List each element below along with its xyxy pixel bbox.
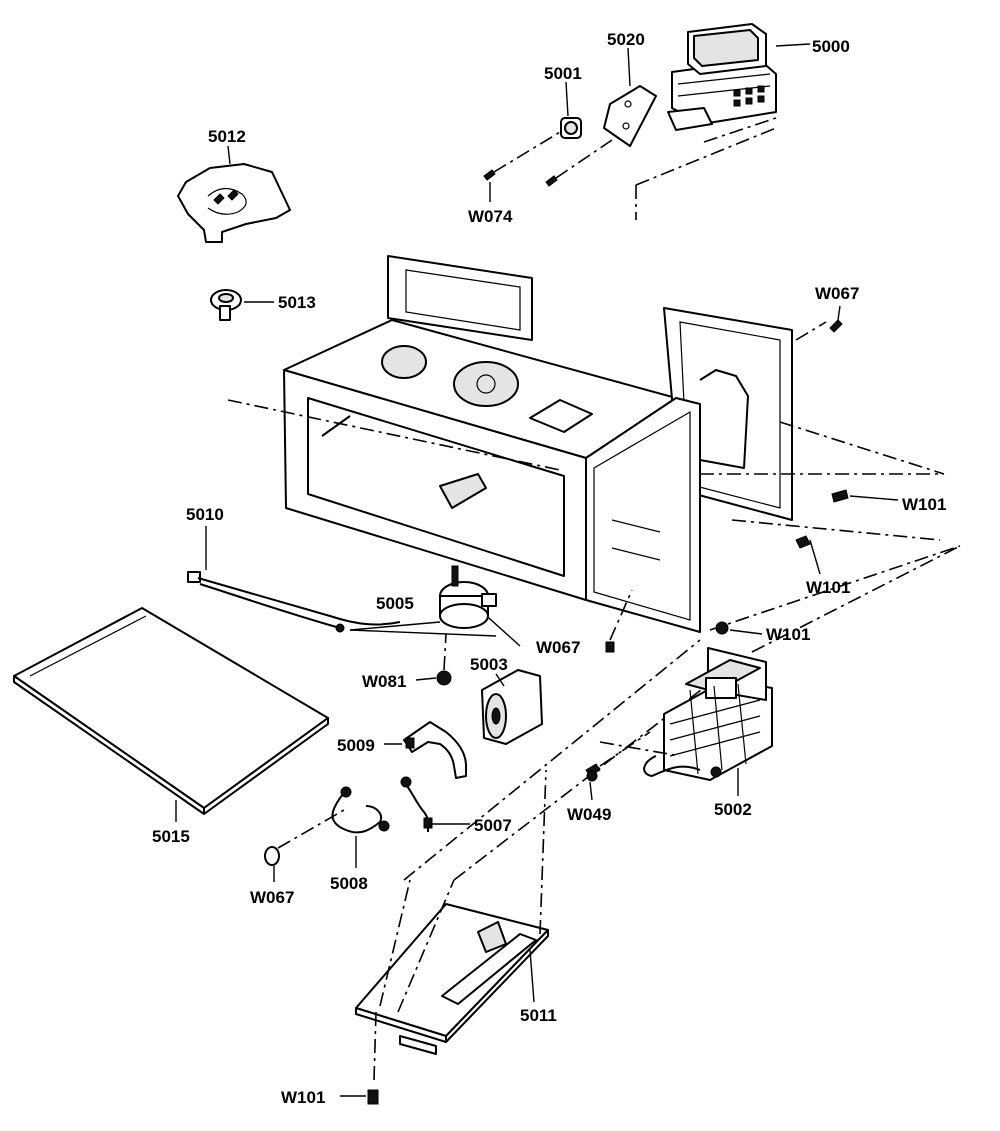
label-w067-top: W067 — [815, 284, 859, 303]
stirrer-blade-icon — [177, 163, 291, 243]
label-w101-right: W101 — [902, 495, 946, 514]
label-5020: 5020 — [607, 30, 645, 49]
oven-chassis-icon — [227, 255, 961, 653]
screw-icon — [367, 1089, 379, 1105]
label-5000: 5000 — [812, 37, 850, 56]
label-5015: 5015 — [152, 827, 190, 846]
screw-icon — [715, 621, 763, 635]
capacitor-bracket-icon — [403, 721, 467, 779]
stirrer-coupler-icon — [210, 289, 242, 321]
bottom-plate-icon — [13, 607, 329, 815]
leader-5012 — [227, 145, 231, 165]
wire-harness-icon — [331, 776, 433, 834]
turntable-motor-icon — [439, 565, 497, 629]
label-5009: 5009 — [337, 736, 375, 755]
label-5005: 5005 — [376, 594, 414, 613]
wire-harness-icon — [187, 571, 521, 647]
label-w049: W049 — [567, 805, 611, 824]
screw-icon — [436, 633, 452, 686]
screw-icon — [264, 809, 345, 866]
label-w067-mid: W067 — [536, 638, 580, 657]
leader-5020 — [627, 47, 631, 87]
label-w074: W074 — [468, 207, 513, 226]
label-5013: 5013 — [278, 293, 316, 312]
screw-icon — [829, 305, 843, 333]
label-5012: 5012 — [208, 127, 246, 146]
leader-w049 — [589, 781, 593, 801]
label-5007: 5007 — [474, 816, 512, 835]
leader-5001 — [565, 81, 569, 117]
transformer-icon — [599, 647, 773, 781]
label-w101-mid: W101 — [806, 578, 850, 597]
label-5003: 5003 — [470, 655, 508, 674]
screw-icon — [605, 589, 633, 653]
screw-icon — [831, 489, 899, 503]
label-w101-lower: W101 — [766, 625, 810, 644]
label-5008: 5008 — [330, 874, 368, 893]
label-5010: 5010 — [186, 505, 224, 524]
screw-icon — [483, 131, 613, 187]
screw-icon — [585, 731, 651, 782]
label-w081: W081 — [362, 672, 406, 691]
magnetron-icon — [635, 23, 777, 220]
leader-5003 — [495, 673, 505, 687]
mounting-plate-icon — [603, 85, 657, 147]
label-w101-bottom: W101 — [281, 1088, 325, 1107]
leader-5011 — [529, 949, 535, 1003]
capacitor-icon — [481, 669, 543, 745]
leader-5000 — [775, 43, 811, 47]
label-w067-bottom: W067 — [250, 888, 294, 907]
label-5002: 5002 — [714, 800, 752, 819]
screw-icon — [795, 535, 821, 575]
label-5001: 5001 — [544, 64, 582, 83]
thermostat-icon — [560, 117, 582, 139]
label-5011: 5011 — [520, 1006, 557, 1025]
base-plate-icon — [355, 639, 741, 1081]
leader-w081 — [415, 677, 437, 681]
